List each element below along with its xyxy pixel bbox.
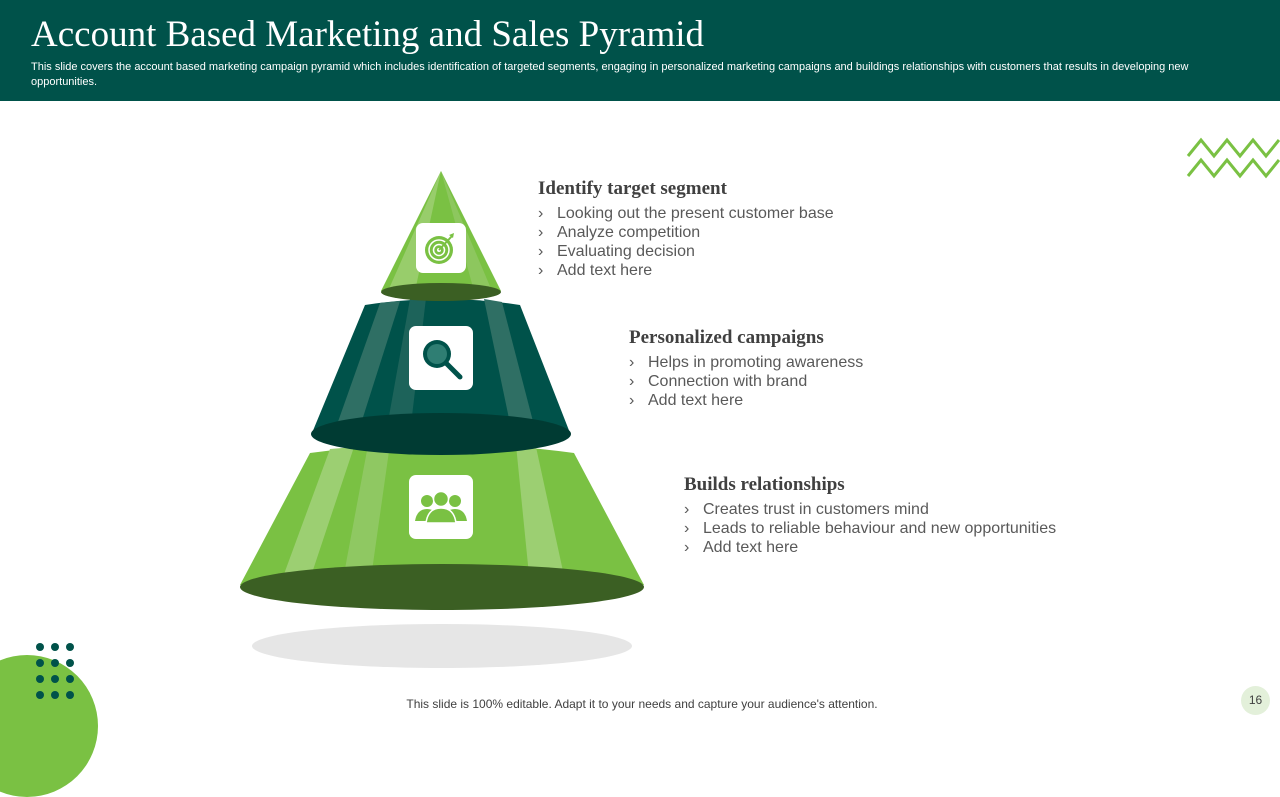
list-item: ›Analyze competition	[538, 224, 701, 241]
level-3-block: Builds relationships ›Creates trust in c…	[684, 474, 1056, 557]
pyramid-diagram	[240, 171, 644, 668]
list-item: ›Creates trust in customers mind	[684, 501, 929, 518]
bullet-chevron: ›	[684, 520, 690, 537]
search-icon-box	[409, 326, 473, 390]
list-item: ›Add text here	[684, 539, 799, 556]
level-3-heading: Builds relationships	[684, 474, 845, 495]
list-item: ›Add text here	[538, 262, 653, 279]
level-2-block: Personalized campaigns ›Helps in promoti…	[629, 327, 863, 410]
bullet-chevron: ›	[629, 392, 635, 409]
bullet-chevron: ›	[538, 205, 544, 222]
search-icon	[423, 340, 463, 380]
level-1-heading: Identify target segment	[538, 178, 727, 199]
dot-grid-decoration	[36, 643, 78, 699]
list-item: ›Leads to reliable behaviour and new opp…	[684, 520, 1057, 537]
zigzag-decoration	[1186, 137, 1280, 179]
page-number-badge: 16	[1241, 686, 1270, 715]
list-item: ›Connection with brand	[629, 373, 808, 390]
bullet-chevron: ›	[538, 243, 544, 260]
target-icon	[425, 233, 454, 264]
level-2-list: ›Helps in promoting awareness ›Connectio…	[629, 353, 863, 410]
level-1-block: Identify target segment ›Looking out the…	[538, 178, 834, 280]
users-icon	[415, 490, 467, 524]
footer-note: This slide is 100% editable. Adapt it to…	[406, 697, 878, 711]
list-item: ›Add text here	[629, 392, 744, 409]
page-title: Account Based Marketing and Sales Pyrami…	[31, 14, 705, 55]
header-bar: Account Based Marketing and Sales Pyrami…	[0, 0, 1280, 101]
list-item: ›Evaluating decision	[538, 243, 695, 260]
users-icon-box	[409, 475, 473, 539]
list-item: ›Helps in promoting awareness	[629, 354, 864, 371]
bullet-chevron: ›	[629, 354, 635, 371]
level-3-list: ›Creates trust in customers mind ›Leads …	[684, 500, 1056, 557]
page-subtitle: This slide covers the account based mark…	[31, 61, 1189, 88]
bullet-chevron: ›	[538, 224, 544, 241]
bullet-chevron: ›	[684, 539, 690, 556]
bullet-chevron: ›	[538, 262, 544, 279]
list-item: ›Looking out the present customer base	[538, 205, 834, 222]
level-1-list: ›Looking out the present customer base ›…	[538, 204, 834, 280]
pyramid-shadow	[252, 624, 632, 668]
bullet-chevron: ›	[684, 501, 690, 518]
level-2-heading: Personalized campaigns	[629, 327, 824, 348]
bullet-chevron: ›	[629, 373, 635, 390]
target-icon-box	[416, 223, 466, 273]
